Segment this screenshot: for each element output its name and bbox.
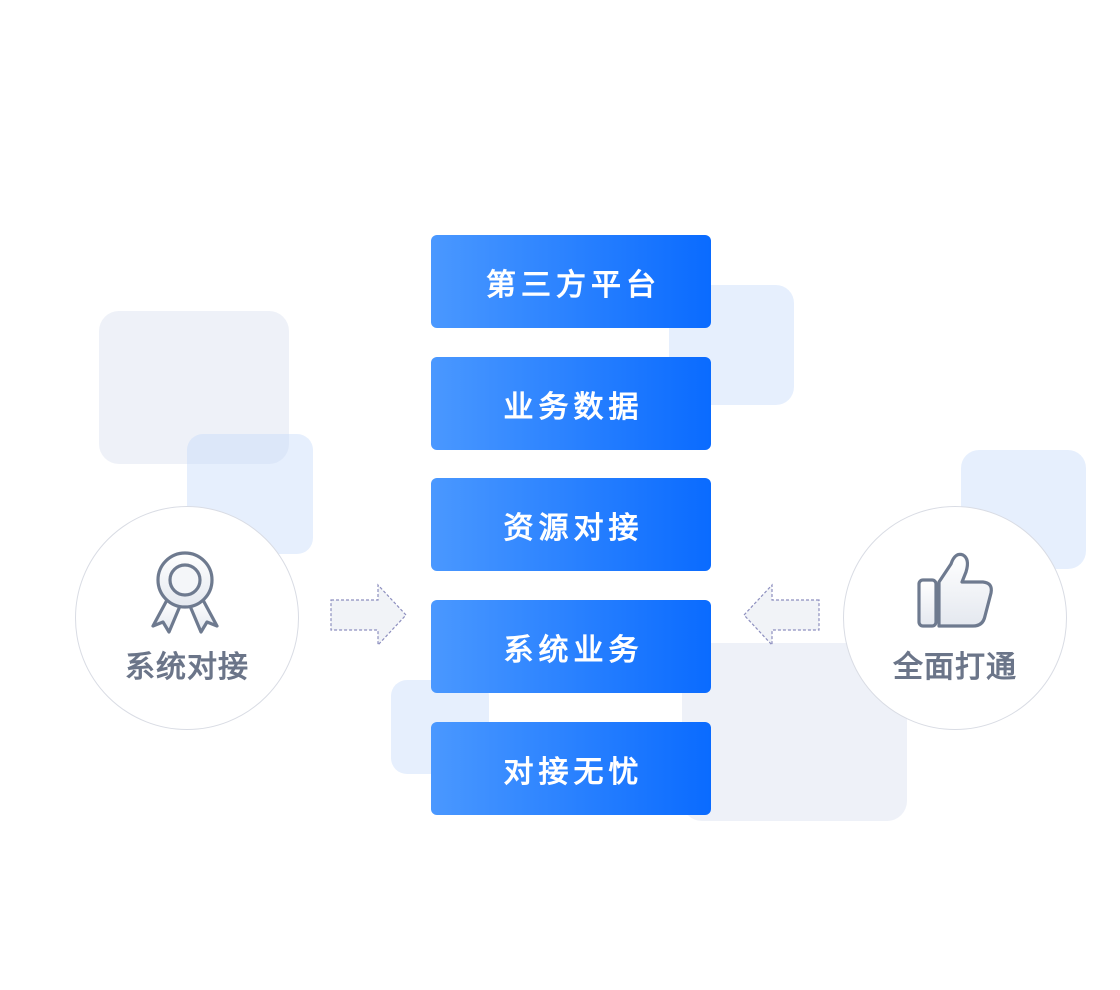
center-block-business-data: 业务数据: [431, 357, 711, 450]
thumbs-up-icon: [917, 552, 993, 628]
center-block-resource-docking: 资源对接: [431, 478, 711, 571]
center-block-third-party-platform: 第三方平台: [431, 235, 711, 328]
center-block-system-business: 系统业务: [431, 600, 711, 693]
left-badge-circle: 系统对接: [75, 506, 299, 730]
award-ribbon-icon: [151, 551, 219, 634]
center-block-worry-free-docking: 对接无忧: [431, 722, 711, 815]
arrow-right-icon: [330, 583, 407, 647]
right-badge-label: 全面打通: [893, 650, 1017, 685]
right-badge-circle: 全面打通: [843, 506, 1067, 730]
left-badge-label: 系统对接: [125, 650, 249, 685]
arrow-left-icon: [743, 583, 820, 647]
decor-square: [99, 311, 289, 464]
